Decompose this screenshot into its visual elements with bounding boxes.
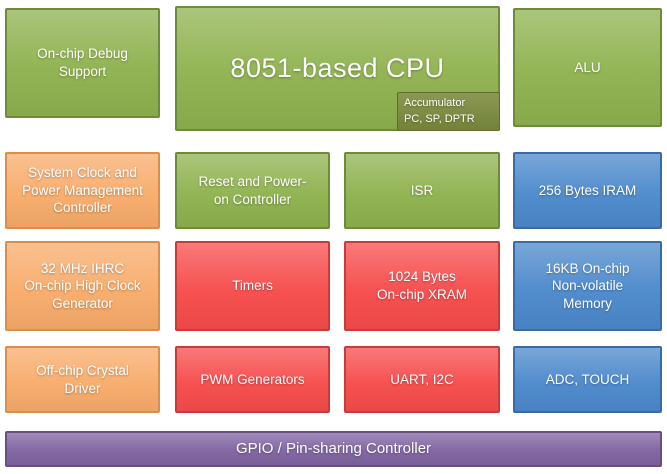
block-label: Timers xyxy=(232,278,273,294)
block-label: Accumulator PC, SP, DPTR xyxy=(404,96,475,128)
block-label: 256 Bytes IRAM xyxy=(538,182,637,198)
block-label: 8051-based CPU xyxy=(230,52,445,83)
block-label: Off-chip Crystal Driver xyxy=(36,362,129,396)
block-adc-touch: ADC, TOUCH xyxy=(513,346,662,413)
block-label: 1024 Bytes On-chip XRAM xyxy=(376,269,468,302)
block-label: System Clock and Power Management Contro… xyxy=(22,165,143,216)
block-on-chip-debug-support: On-chip Debug Support xyxy=(5,8,160,118)
accumulator-line: Accumulator xyxy=(404,97,466,109)
block-label: PWM Generators xyxy=(200,371,305,387)
block-alu: ALU xyxy=(513,8,662,127)
block-gpio-pin-sharing-controller: GPIO / Pin-sharing Controller xyxy=(5,431,662,467)
registers-line: PC, SP, DPTR xyxy=(404,112,475,125)
block-isr: ISR xyxy=(344,152,500,229)
block-label: 32 MHz IHRC On-chip High Clock Generator xyxy=(24,260,141,311)
block-timers: Timers xyxy=(175,241,330,331)
block-label: UART, I2C xyxy=(390,371,454,387)
block-label: 16KB On-chip Non-volatile Memory xyxy=(545,260,630,311)
block-8051-cpu: 8051-based CPU xyxy=(175,6,500,131)
block-label: On-chip Debug Support xyxy=(37,46,128,79)
block-system-clock-power-management: System Clock and Power Management Contro… xyxy=(5,152,160,229)
block-accumulator-registers: Accumulator PC, SP, DPTR xyxy=(397,92,500,131)
block-crystal-driver: Off-chip Crystal Driver xyxy=(5,346,160,413)
block-pwm-generators: PWM Generators xyxy=(175,346,330,413)
block-label: ADC, TOUCH xyxy=(545,371,630,387)
block-uart-i2c: UART, I2C xyxy=(344,346,500,413)
block-label: GPIO / Pin-sharing Controller xyxy=(235,440,432,458)
block-reset-power-on-controller: Reset and Power- on Controller xyxy=(175,152,330,229)
block-label: ISR xyxy=(410,182,434,198)
block-xram: 1024 Bytes On-chip XRAM xyxy=(344,241,500,331)
block-iram: 256 Bytes IRAM xyxy=(513,152,662,229)
block-label: ALU xyxy=(574,59,601,75)
block-ihrc-clock-generator: 32 MHz IHRC On-chip High Clock Generator xyxy=(5,241,160,331)
block-label: Reset and Power- on Controller xyxy=(198,173,307,207)
block-nonvolatile-memory: 16KB On-chip Non-volatile Memory xyxy=(513,241,662,331)
